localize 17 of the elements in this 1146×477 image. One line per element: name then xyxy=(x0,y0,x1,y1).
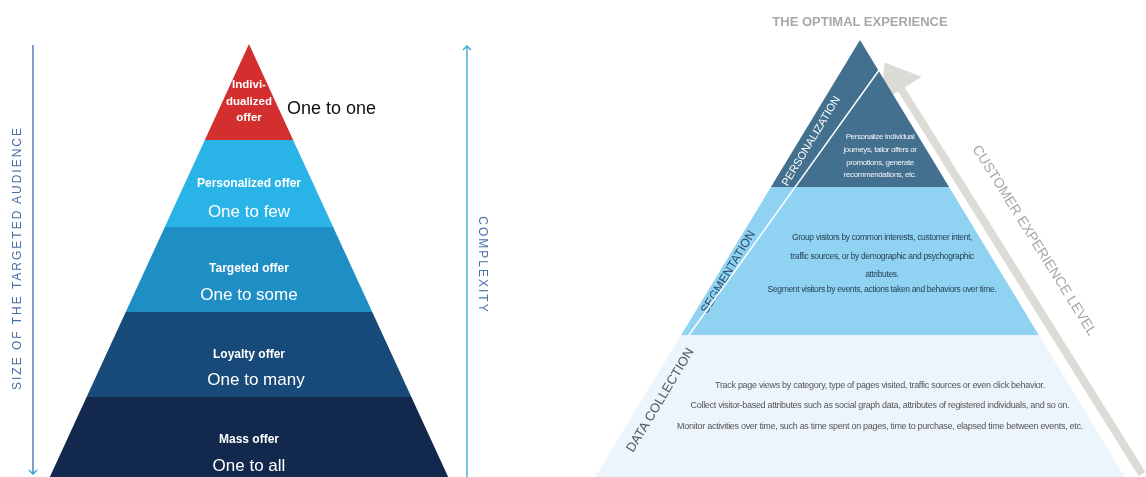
tier-text: Personalize individual journeys, tailor offers or promotions, generate recommendations, etc. xyxy=(842,131,918,182)
tier-text: One to all xyxy=(211,455,287,477)
tier-text: Group visitors by common interests, customer intent, traffic sources, or by demographic and psychographic attributes. xyxy=(789,230,975,282)
tier-text: One to many xyxy=(206,369,306,391)
tier-text: Indivi- dualized offer xyxy=(224,77,273,126)
axis-label: COMPLEXITY xyxy=(476,216,490,314)
tier-text: Loyalty offer xyxy=(211,346,286,362)
tier-text: One to few xyxy=(206,201,292,223)
tier-text: Monitor activities over time, such as time spent on pages, time to purchase, elapsed time between events, etc. xyxy=(676,421,1084,434)
tier-text: Segment visitors by events, actions taken and behaviors over time. xyxy=(766,282,998,296)
tier-text: One to some xyxy=(199,284,299,306)
tier-text: Targeted offer xyxy=(208,260,290,276)
tier-caption: One to one xyxy=(287,98,377,119)
axis-label: THE OPTIMAL EXPERIENCE xyxy=(772,13,948,29)
tier-text: Mass offer xyxy=(217,431,280,447)
axis-label: SIZE OF THE TARGETED AUDIENCE xyxy=(10,126,24,390)
tier-text: Personalized offer xyxy=(195,175,302,191)
